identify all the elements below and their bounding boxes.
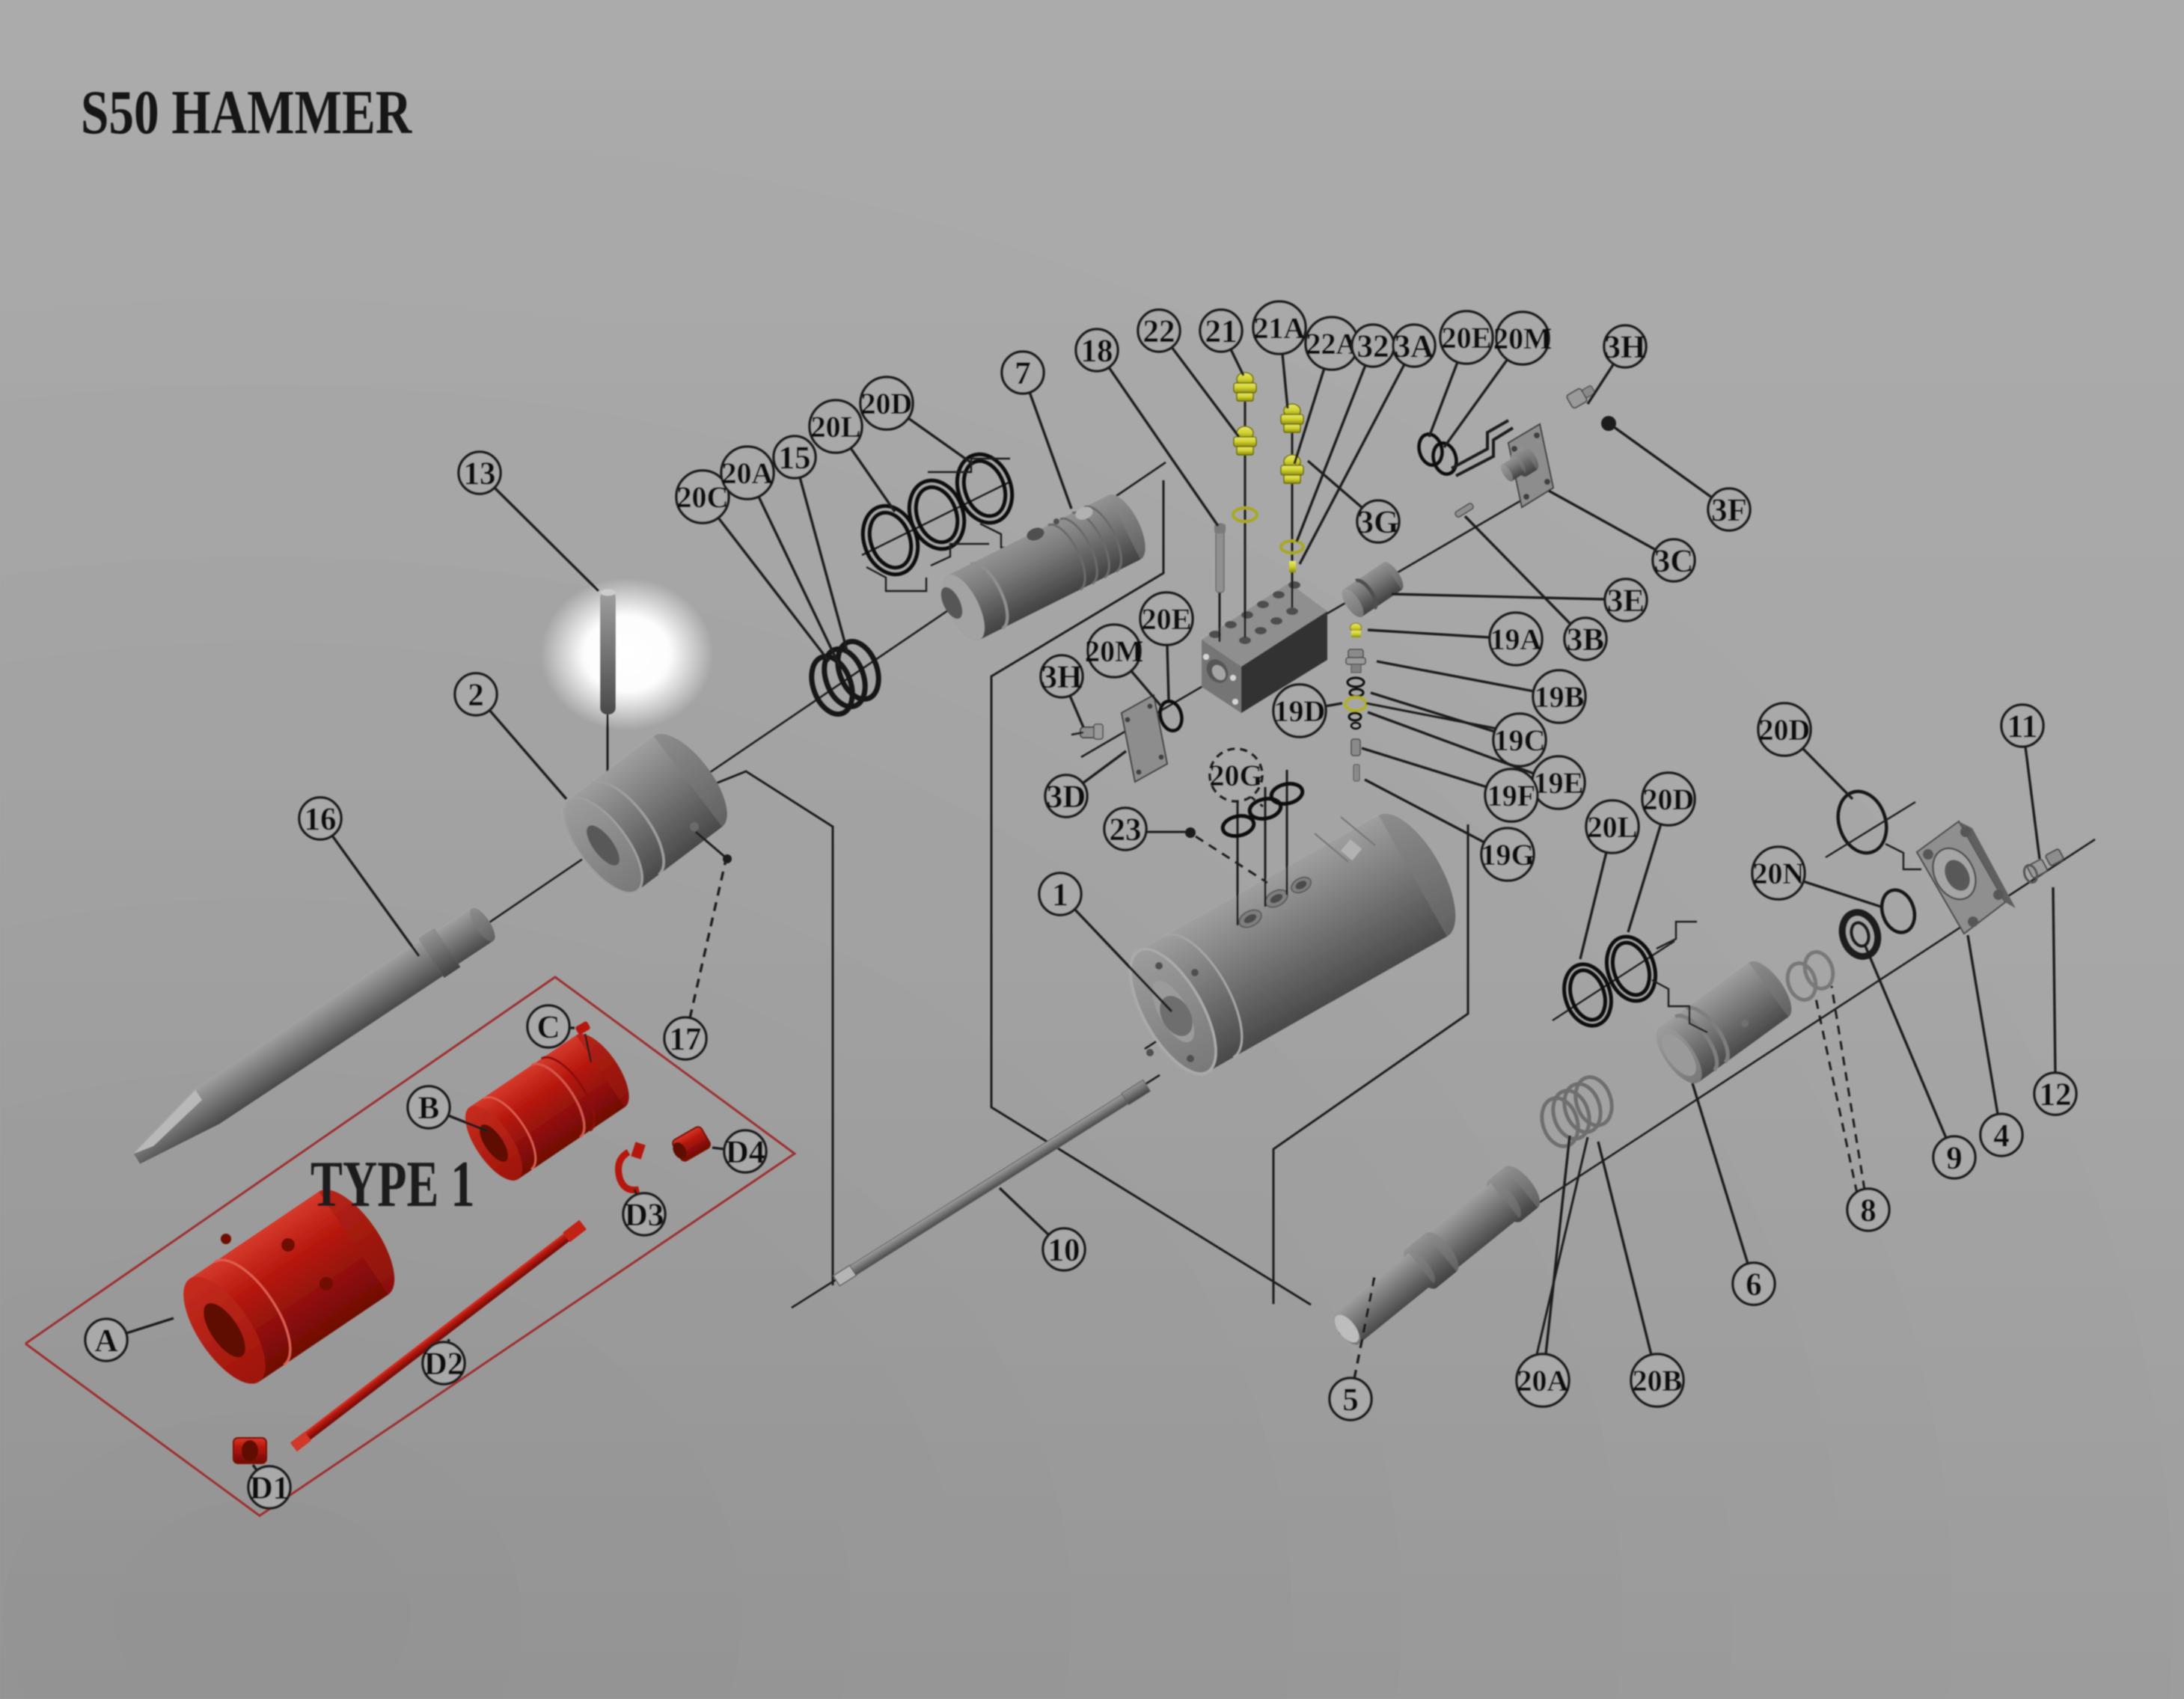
svg-text:5: 5 [1342, 1383, 1359, 1418]
svg-text:22A: 22A [1306, 327, 1358, 361]
svg-text:20L: 20L [1588, 810, 1638, 844]
svg-text:32: 32 [1357, 329, 1389, 364]
svg-text:20A: 20A [1517, 1364, 1569, 1398]
svg-text:11: 11 [2007, 709, 2038, 744]
svg-text:1: 1 [1052, 878, 1068, 913]
svg-text:TYPE 1: TYPE 1 [311, 1147, 474, 1220]
svg-text:12: 12 [2040, 1077, 2072, 1112]
svg-text:20B: 20B [1633, 1364, 1683, 1398]
svg-text:15: 15 [779, 441, 811, 476]
svg-text:9: 9 [1946, 1141, 1963, 1176]
svg-text:20M: 20M [1085, 634, 1143, 668]
svg-text:19C: 19C [1494, 723, 1546, 757]
svg-text:21: 21 [1205, 314, 1238, 349]
svg-text:D1: D1 [250, 1471, 290, 1506]
svg-text:D2: D2 [424, 1347, 464, 1382]
svg-text:3H: 3H [1041, 660, 1083, 695]
svg-text:D4: D4 [726, 1135, 765, 1170]
svg-text:20D: 20D [1759, 713, 1811, 747]
svg-text:2: 2 [468, 678, 484, 713]
svg-text:20D: 20D [1643, 783, 1695, 816]
svg-text:D3: D3 [625, 1198, 664, 1233]
svg-text:19G: 19G [1481, 838, 1534, 872]
svg-text:6: 6 [1746, 1267, 1762, 1302]
svg-text:19D: 19D [1274, 694, 1326, 728]
svg-text:A: A [94, 1323, 117, 1359]
svg-text:7: 7 [1015, 356, 1031, 391]
svg-text:20C: 20C [677, 480, 729, 514]
svg-text:C: C [536, 1010, 560, 1045]
svg-text:3E: 3E [1607, 584, 1645, 619]
svg-text:18: 18 [1081, 334, 1113, 369]
svg-text:3B: 3B [1567, 622, 1604, 658]
svg-text:4: 4 [1993, 1118, 2010, 1154]
svg-text:3G: 3G [1358, 505, 1399, 540]
svg-text:16: 16 [305, 802, 337, 837]
svg-text:3H: 3H [1605, 330, 1646, 365]
svg-text:20A: 20A [722, 456, 774, 490]
svg-text:20D: 20D [861, 387, 913, 420]
svg-text:17: 17 [670, 1022, 702, 1057]
svg-text:3F: 3F [1711, 493, 1747, 528]
svg-text:23: 23 [1110, 812, 1142, 848]
svg-text:20G: 20G [1209, 759, 1262, 792]
svg-text:20L: 20L [811, 410, 861, 444]
svg-text:10: 10 [1048, 1233, 1080, 1268]
svg-text:S50 HAMMER: S50 HAMMER [81, 78, 412, 147]
svg-text:3A: 3A [1395, 329, 1434, 364]
svg-text:19F: 19F [1487, 779, 1535, 812]
svg-text:B: B [418, 1091, 440, 1126]
svg-text:3C: 3C [1654, 544, 1694, 579]
svg-text:20E: 20E [1142, 602, 1192, 636]
svg-text:20E: 20E [1442, 321, 1492, 355]
svg-text:21A: 21A [1254, 311, 1306, 345]
svg-text:8: 8 [1860, 1193, 1876, 1228]
svg-text:13: 13 [464, 456, 496, 492]
svg-text:19E: 19E [1534, 766, 1584, 800]
svg-text:22: 22 [1143, 314, 1175, 349]
svg-text:3D: 3D [1047, 780, 1086, 815]
svg-text:20M: 20M [1493, 322, 1552, 355]
svg-text:19A: 19A [1490, 622, 1542, 656]
svg-text:19B: 19B [1535, 680, 1585, 714]
svg-text:20N: 20N [1753, 857, 1805, 890]
